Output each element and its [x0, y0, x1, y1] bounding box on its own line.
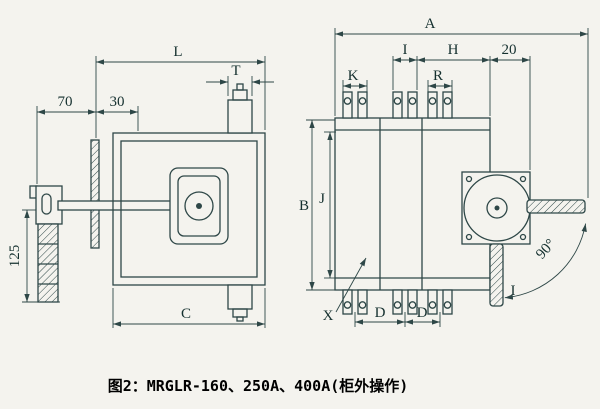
dim-A: A: [425, 16, 436, 32]
front-view: [334, 91, 587, 315]
dim-D1: D: [375, 305, 386, 321]
handle-horizontal: [526, 199, 586, 214]
dim-H: H: [448, 42, 459, 58]
dim-R: R: [433, 68, 443, 84]
bottom-terminals: [342, 289, 453, 315]
dim-70: 70: [58, 94, 73, 110]
dim-T: T: [231, 63, 240, 79]
side-view: [29, 83, 266, 322]
label-I-bottom: I: [511, 283, 516, 299]
top-terminal-side: [227, 99, 253, 134]
bottom-terminal-side: [227, 284, 253, 310]
mounting-plate: [90, 139, 100, 249]
mechanism-inner: [177, 175, 221, 237]
top-bolt-tip: [236, 83, 244, 91]
top-bolt-head: [232, 89, 248, 101]
mechanism-hub: [486, 197, 508, 219]
dim-30: 30: [110, 94, 125, 110]
shaft-hub: [184, 191, 214, 221]
dim-L: L: [173, 44, 182, 60]
dim-K: K: [348, 68, 359, 84]
shaft-center: [196, 203, 202, 209]
drive-shaft: [57, 200, 181, 211]
dim-125: 125: [7, 245, 23, 268]
rotation-arc: [504, 223, 587, 300]
bracket-slot: [41, 193, 52, 215]
dim-I-top: I: [403, 42, 408, 58]
dim-J: J: [319, 191, 325, 207]
handle-grip: [37, 223, 59, 303]
bottom-bolt-tip: [236, 316, 244, 322]
dim-B: B: [299, 198, 309, 214]
label-90deg: 90°: [533, 236, 559, 262]
figure-caption: 图2：MRGLR-160、250A、400A(柜外操作): [108, 377, 409, 395]
side-view-dimensions: L T 70 30 125 C: [7, 44, 274, 328]
body-outline-side: [112, 132, 266, 286]
handle-vertical: [489, 243, 504, 307]
top-terminals: [342, 91, 453, 119]
front-view-dimensions: A I H 20 K R B J D: [299, 16, 589, 327]
body-inner-side: [120, 140, 258, 278]
dim-20: 20: [502, 42, 517, 58]
bottom-bolt-head: [232, 308, 248, 318]
dim-D2: D: [417, 305, 428, 321]
dim-C: C: [181, 306, 191, 322]
label-X: X: [323, 308, 334, 324]
